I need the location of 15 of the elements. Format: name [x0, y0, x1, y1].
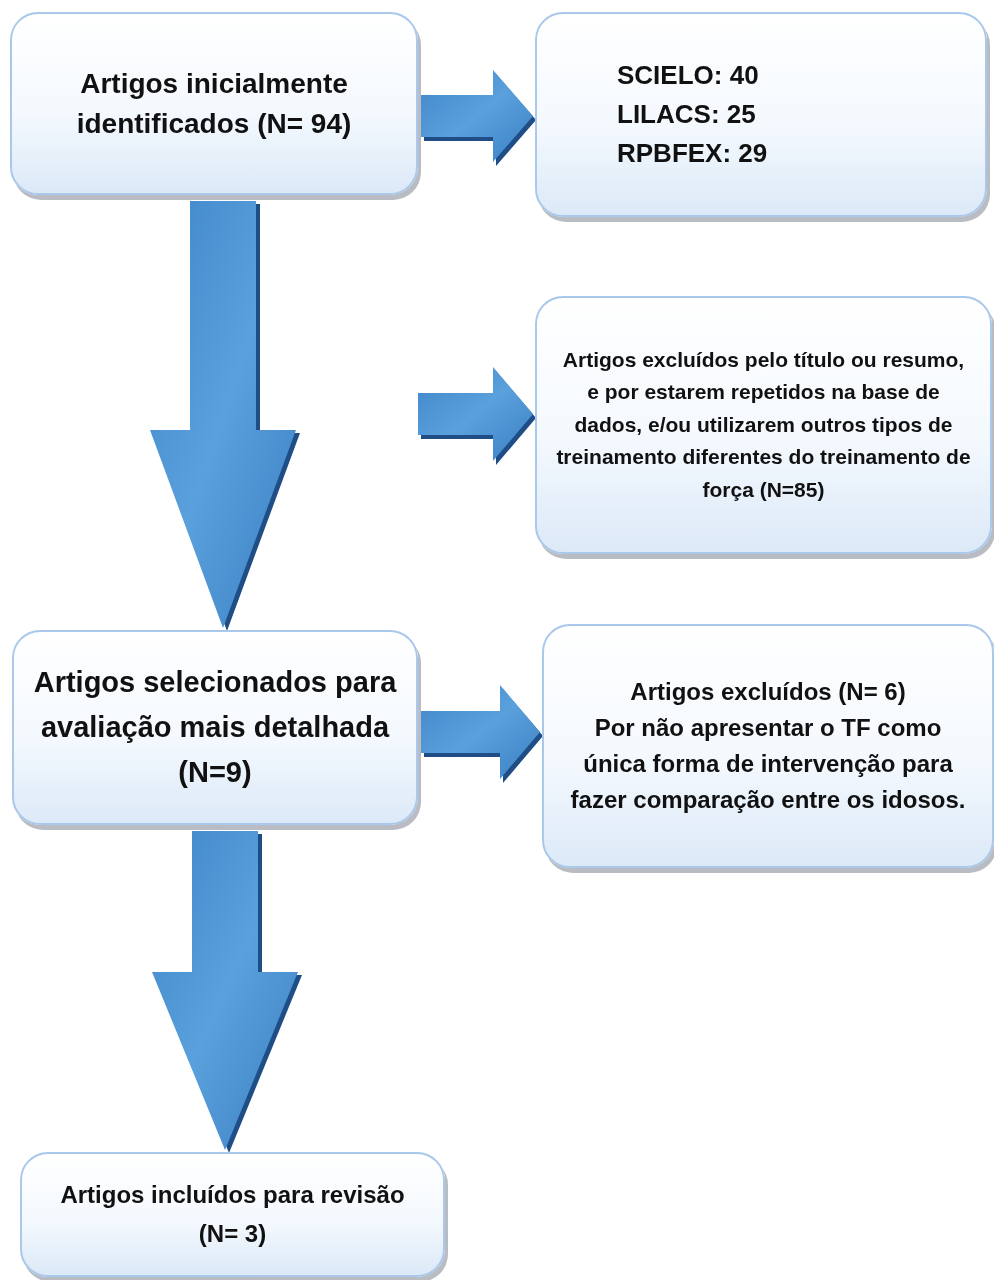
block-arrow — [150, 201, 300, 631]
box-text: RPBFEX: 29 — [617, 137, 768, 170]
box-text: Artigos incluídos para revisão (N= 3) — [59, 1180, 406, 1249]
block-arrow — [418, 367, 536, 465]
box-text: Artigos inicialmente identificados (N= 94) — [75, 67, 353, 141]
box-text: Artigos selecionados para avaliação mais detalhada (N=9) — [32, 665, 398, 790]
block-arrow — [152, 831, 302, 1153]
box-text: LILACS: 25 — [617, 98, 756, 131]
block-arrow — [421, 70, 536, 166]
box-text: Por não apresentar o TF como única forma de intervenção para fazer comparação entre os idosos. — [569, 713, 967, 815]
box-text: Artigos excluídos pelo título ou resumo, e por estarem repetidos na base de dados, e/ou utilizarem outros tipos de treinamento diferentes do treinamento de força (N=85) — [555, 346, 972, 503]
box-text: Artigos excluídos (N= 6) — [630, 677, 906, 707]
block-arrow — [421, 685, 543, 783]
box-text: SCIELO: 40 — [617, 59, 759, 92]
process-box — [20, 1152, 445, 1277]
